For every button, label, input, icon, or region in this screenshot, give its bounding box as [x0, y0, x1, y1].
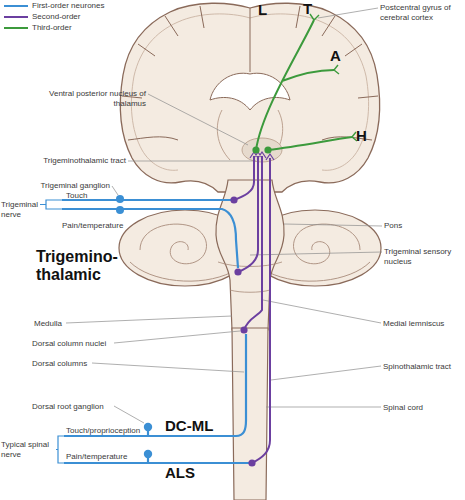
- thalamic-cell: [252, 146, 259, 153]
- pathway-name: DC-ML: [165, 418, 235, 434]
- nerve-label: Trigeminal nerve: [1, 200, 41, 220]
- legend-swatch: [4, 27, 28, 29]
- modality-label: Touch: [66, 191, 116, 201]
- ganglion-cell: [116, 206, 124, 214]
- legend-text: Second-order: [32, 12, 80, 22]
- cortex-letter: A: [330, 48, 346, 64]
- cortical-sulci: [122, 6, 378, 140]
- nerve-label: Typical spinal nerve: [1, 440, 57, 460]
- legend-swatch: [4, 5, 28, 7]
- thalamic-cell: [264, 146, 271, 153]
- pathway-name: Trigemino- thalamic: [36, 248, 146, 284]
- spinal-cord: [232, 328, 268, 500]
- legend-swatch: [4, 16, 28, 18]
- relay-cell: [230, 196, 237, 203]
- structure-label: Spinothalamic tract: [383, 362, 463, 372]
- cortical-terminals: [310, 14, 357, 141]
- second-order-neurones: [234, 156, 270, 463]
- relay-cell: [240, 326, 247, 333]
- ganglion-cell: [144, 423, 152, 431]
- leader-lines: [66, 8, 382, 423]
- structure-label: Spinal cord: [383, 403, 453, 413]
- cerebrum-outline: [120, 3, 379, 192]
- cortex-letter: L: [258, 2, 274, 18]
- structure-label: Dorsal column nuclei: [32, 339, 132, 349]
- structure-label: Postcentral gyrus of cerebral cortex: [380, 3, 462, 23]
- nerve-brackets: [40, 200, 64, 463]
- legend-row: Second-order: [4, 12, 80, 22]
- ganglion-cell: [144, 450, 152, 458]
- first-order-neurones: [62, 200, 249, 463]
- cortex-letter: T: [303, 1, 319, 17]
- pathway-name: ALS: [165, 465, 215, 481]
- modality-label: Pain/temperature: [62, 221, 142, 231]
- modality-label: Pain/temperature: [66, 452, 146, 462]
- relay-cell: [234, 268, 241, 275]
- structure-label: Dorsal root ganglion: [32, 402, 132, 412]
- third-order-neurones: [256, 20, 352, 150]
- cortex-letter: H: [356, 128, 372, 144]
- legend-text: Third-order: [32, 23, 72, 33]
- ganglion-cell: [116, 195, 124, 203]
- structure-label: Trigeminal ganglion: [20, 181, 110, 191]
- legend-text: First-order neurones: [32, 1, 104, 11]
- structure-label: Dorsal columns: [32, 359, 112, 369]
- relay-cell: [248, 459, 255, 466]
- structure-label: Trigeminothalamic tract: [16, 156, 126, 166]
- structure-label: Ventral posterior nucleus of thalamus: [36, 89, 146, 109]
- structure-label: Trigeminal sensory nucleus: [384, 247, 464, 267]
- structure-label: Medial lemniscus: [383, 319, 463, 329]
- structure-label: Medulla: [34, 319, 94, 329]
- modality-label: Touch/proprioception: [66, 426, 166, 436]
- legend-row: Third-order: [4, 23, 72, 33]
- second-order-terminals: [250, 152, 274, 160]
- legend-row: First-order neurones: [4, 1, 104, 11]
- structure-label: Pons: [384, 221, 444, 231]
